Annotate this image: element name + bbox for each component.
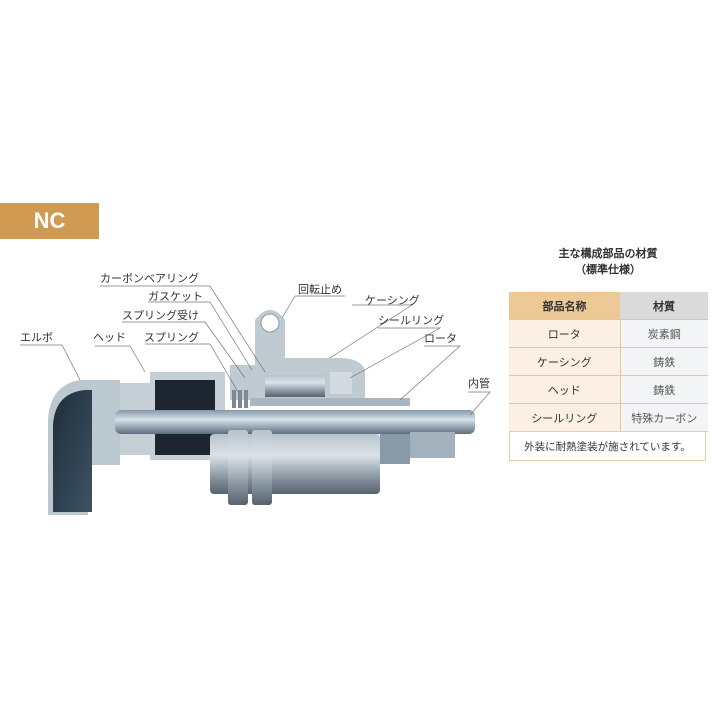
material: 炭素鋼	[620, 319, 708, 348]
part-name: ケーシング	[509, 347, 621, 376]
model-badge: NC	[0, 203, 99, 239]
rotary-joint-diagram: カーボンベアリング ガスケット スプリング受け スプリング ヘッド エルボ 回転…	[0, 250, 510, 550]
label-gasket: ガスケット	[148, 290, 203, 303]
header-material: 材質	[620, 292, 708, 320]
label-carbon-bearing: カーボンベアリング	[100, 272, 199, 285]
table-row: ヘッド 鋳鉄	[509, 375, 708, 404]
label-head: ヘッド	[93, 331, 126, 344]
materials-table: 部品名称 材質 ロータ 炭素鋼 ケーシング 鋳鉄 ヘッド 鋳鉄 シールリング 特…	[509, 292, 708, 432]
label-elbow: エルボ	[20, 331, 53, 344]
label-seal-ring: シールリング	[378, 314, 444, 327]
part-name: ロータ	[509, 319, 621, 348]
label-casing: ケーシング	[365, 294, 420, 307]
label-inner-pipe: 内管	[468, 377, 490, 390]
table-row: シールリング 特殊カーボン	[509, 403, 708, 432]
material: 鋳鉄	[620, 347, 708, 376]
material: 鋳鉄	[620, 375, 708, 404]
materials-title-sub: （標準仕様）	[575, 263, 641, 276]
materials-title-main: 主な構成部品の材質	[558, 247, 658, 260]
label-rotor: ロータ	[424, 332, 457, 345]
coating-note: 外装に耐熱塗装が施されています。	[509, 431, 706, 461]
header-part-name: 部品名称	[509, 292, 620, 320]
part-name: シールリング	[509, 403, 621, 432]
label-rotation-stop: 回転止め	[298, 283, 342, 296]
table-row: ロータ 炭素鋼	[509, 319, 708, 348]
label-spring-seat: スプリング受け	[122, 309, 199, 322]
material: 特殊カーボン	[620, 403, 708, 432]
materials-title: 主な構成部品の材質 （標準仕様）	[508, 246, 708, 278]
table-header-row: 部品名称 材質	[509, 292, 708, 320]
cutaway-illustration	[20, 285, 491, 515]
part-name: ヘッド	[509, 375, 621, 404]
table-row: ケーシング 鋳鉄	[509, 347, 708, 376]
label-spring: スプリング	[144, 331, 199, 344]
